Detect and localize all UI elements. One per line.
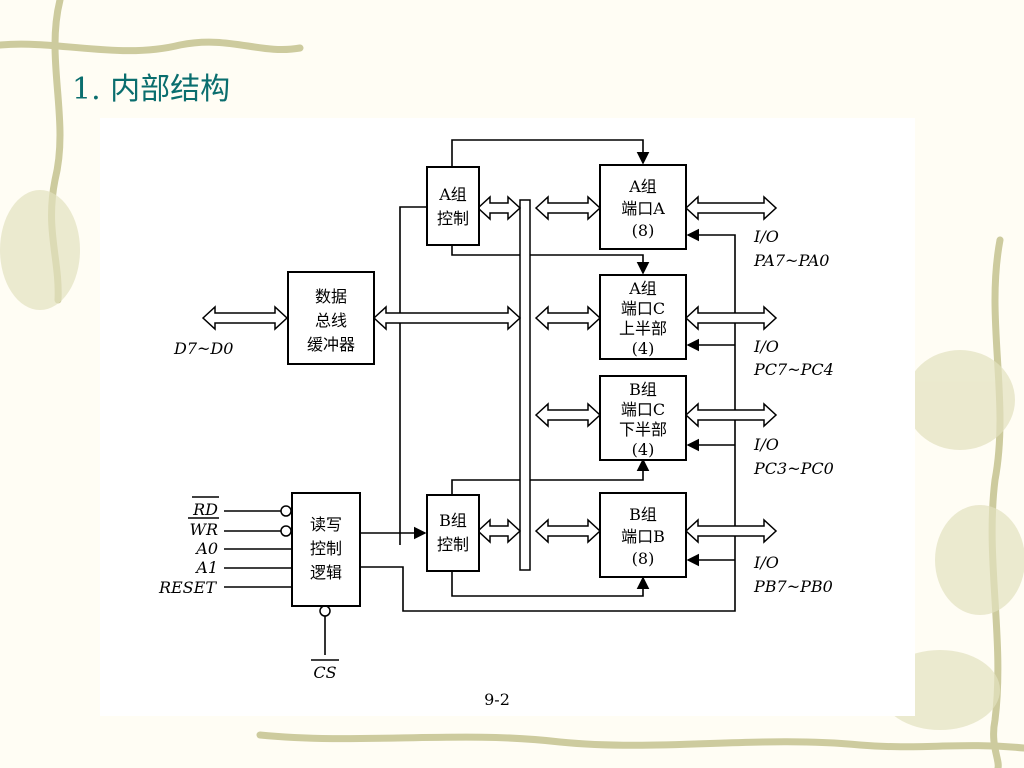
control-lines [224, 139, 736, 655]
a0-label: A0 [194, 539, 218, 558]
data-bus-label: D7~D0 [173, 339, 233, 358]
group-a-control-label-line: 控制 [437, 209, 469, 228]
port-c-lower-label-line: 端口C [621, 400, 665, 419]
leaf-blob [905, 350, 1015, 450]
figure-caption: 9-2 [484, 690, 510, 709]
port-a-block: A组 端口A (8) [599, 164, 687, 250]
buffer-label-line: 缓冲器 [307, 335, 355, 354]
rw-control-logic-block: 读写 控制 逻辑 [291, 492, 361, 607]
group-b-control-label-line: 控制 [437, 535, 469, 554]
port-a-label-line: A组 [628, 177, 657, 196]
port-c-upper-label-line: A组 [628, 279, 657, 298]
pa-range-label: PA7~PA0 [753, 251, 829, 270]
port-c-lower-label-line: (4) [632, 440, 655, 459]
buffer-to-internal-bus-arrow [372, 305, 522, 331]
group-b-control-label-line: B组 [439, 511, 467, 530]
io-label-port-c-upper: I/O [753, 337, 779, 356]
a-control-feed-line [399, 206, 427, 545]
group-a-control-label-line: A组 [438, 185, 467, 204]
a1-label: A1 [194, 558, 218, 577]
io-label-port-b: I/O [753, 553, 779, 572]
pc-lower-range-label: PC3~PC0 [753, 459, 834, 478]
group-b-control-block: B组 控制 [426, 494, 480, 572]
rw-logic-label-line: 读写 [310, 515, 342, 534]
slide-title: 1. 内部结构 [72, 72, 231, 107]
a-control-to-port-a-line [451, 139, 650, 167]
bus-arrows [201, 195, 778, 544]
port-b-io-arrow [684, 518, 778, 544]
rw-logic-label-line: 控制 [310, 539, 342, 558]
port-b-block: B组 端口B (8) [599, 492, 687, 578]
data-bus-buffer-block: 数据 总线 缓冲器 [287, 271, 375, 365]
rw-logic-feedback-line [360, 228, 736, 612]
buffer-label-line: 数据 [315, 287, 347, 306]
port-b-label-line: B组 [629, 505, 657, 524]
port-c-lower-label-line: 下半部 [619, 420, 667, 439]
port-a-io-arrow [684, 195, 778, 221]
port-c-lower-label-line: B组 [629, 380, 657, 399]
bus-to-port-b-arrow [534, 518, 602, 544]
port-a-label-line: 端口A [621, 199, 665, 218]
port-c-upper-label-line: 上半部 [619, 319, 667, 338]
buffer-label-line: 总线 [315, 311, 347, 330]
bus-to-port-c-lower-arrow [534, 402, 602, 428]
pc-upper-range-label: PC7~PC4 [753, 360, 834, 379]
port-c-upper-block: A组 端口C 上半部 (4) [599, 274, 687, 360]
wr-label: WR [190, 520, 219, 539]
port-a-label-line: (8) [632, 221, 655, 240]
cs-label: CS [313, 663, 336, 682]
b-control-to-port-c-lower-line [451, 458, 650, 495]
port-c-upper-io-arrow [684, 305, 778, 331]
leaf-blob [0, 190, 80, 310]
io-label-port-a: I/O [753, 227, 779, 246]
internal-vertical-bus [519, 199, 531, 571]
pb-range-label: PB7~PB0 [753, 577, 833, 596]
port-b-label-line: (8) [632, 549, 655, 568]
b-control-to-port-b-line [451, 571, 650, 597]
data-bus-external-arrow [201, 305, 289, 331]
leaf-blob [935, 505, 1024, 615]
bus-to-port-a-arrow [534, 195, 602, 221]
b-control-to-bus-arrow [476, 518, 522, 544]
vine-top [0, 38, 304, 55]
rd-label: RD [192, 500, 218, 519]
rw-logic-label-line: 逻辑 [310, 563, 342, 582]
bus-to-port-c-upper-arrow [534, 305, 602, 331]
reset-label: RESET [158, 578, 217, 597]
port-b-label-line: 端口B [621, 527, 665, 546]
vine-bottom [256, 731, 1024, 752]
port-c-upper-label-line: (4) [632, 339, 655, 358]
port-c-lower-io-arrow [684, 402, 778, 428]
port-c-lower-block: B组 端口C 下半部 (4) [599, 375, 687, 461]
io-label-port-c-lower: I/O [753, 435, 779, 454]
a-control-to-port-c-upper-line [451, 245, 650, 275]
a-control-to-bus-arrow [476, 195, 522, 221]
group-a-control-block: A组 控制 [426, 166, 480, 246]
port-c-upper-label-line: 端口C [621, 299, 665, 318]
